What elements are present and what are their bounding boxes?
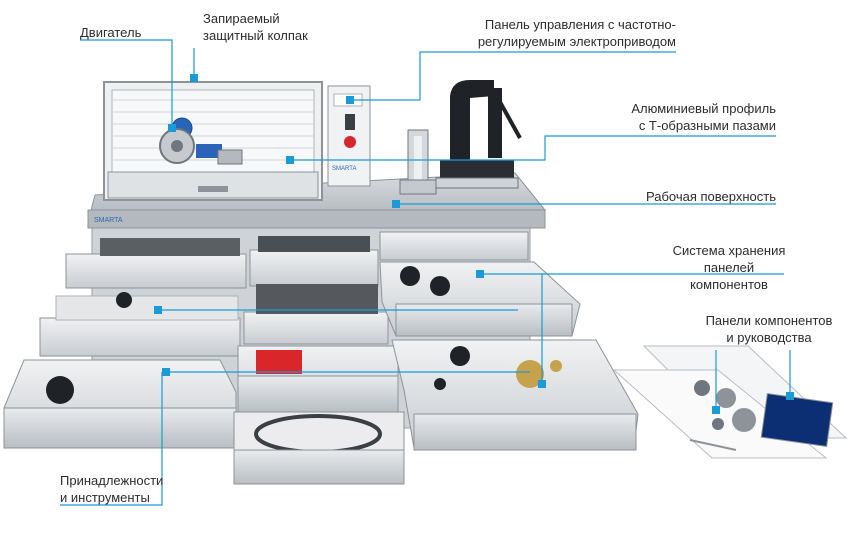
leader-motor [80,39,173,128]
work-surface-edge [87,209,546,229]
leader-lines [60,39,791,506]
drawer-top-right [379,231,529,261]
drawer-mid-center [243,311,389,345]
component-panels [612,345,848,459]
brand-mark-panel: SMARTA [332,166,356,172]
estop-icon [344,136,356,148]
brand-mark-front: SMARTA [94,217,123,224]
label-accessories: Принадлежности и инструменты [60,473,164,505]
label-storage: Система хранения панелей компонентов [672,243,786,292]
leader-control-panel [350,51,676,101]
manual-cover [760,393,834,447]
leader-accessories [60,372,163,506]
drawer-top-mid [249,249,379,287]
label-control-panel: Панель управления с частотно- регулируем… [477,17,676,49]
shaft-blue [196,144,222,158]
label-panels: Панели компонентов и руководства [705,313,833,345]
drawer-mid-left [39,317,241,357]
label-profile: Алюминиевый профиль с Т-образными пазами [631,101,776,133]
protective-cover [103,81,323,201]
arbor-press [435,80,522,189]
aluminium-profile-stand [399,129,437,195]
leader-profile [290,135,776,161]
label-cover: Запираемый защитный колпак [203,11,308,43]
drawer-top-left [65,253,247,289]
workbench: SMARTA SMARTA [3,80,639,485]
leader-markers [154,74,794,414]
label-work-surface: Рабочая поверхность [646,189,776,204]
label-motor: Двигатель [80,25,142,40]
